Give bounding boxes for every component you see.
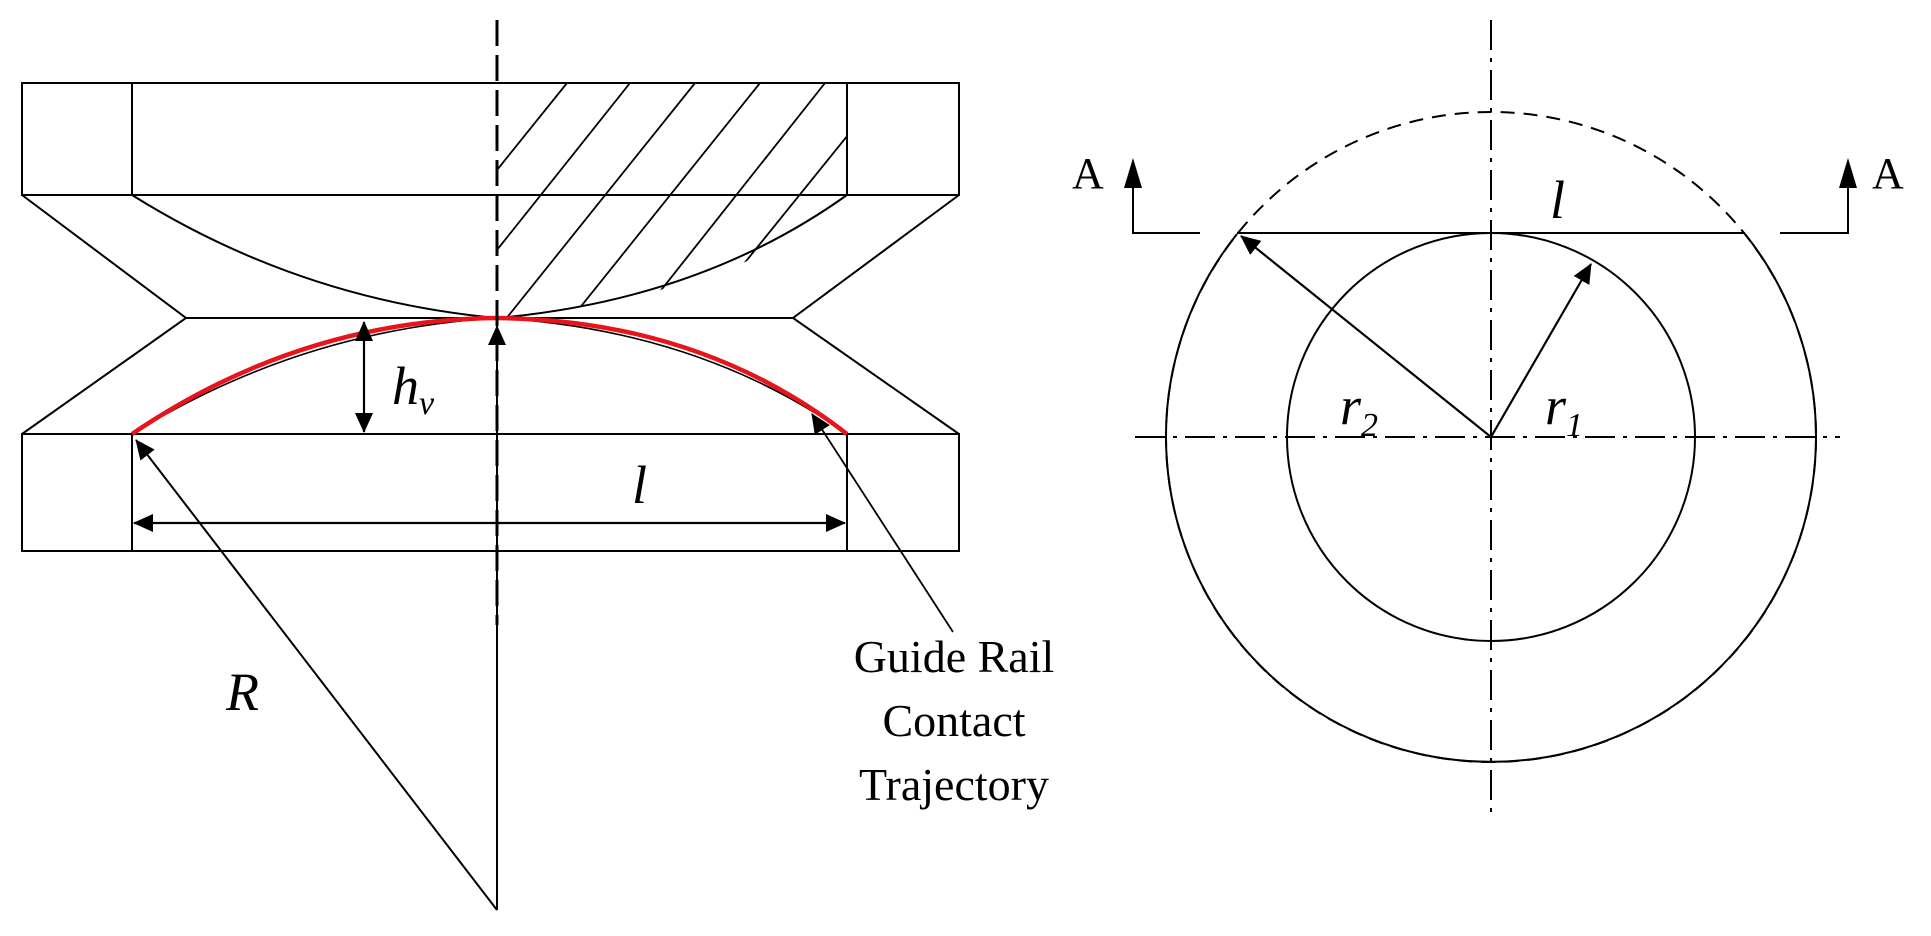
r2-label: r2 — [1340, 376, 1378, 444]
contact-trajectory-curve — [130, 315, 849, 436]
left-taper — [21, 194, 188, 435]
callout-line-2: Contact — [882, 695, 1025, 746]
section-label-right: A — [1872, 149, 1904, 198]
callout-leader — [811, 413, 954, 633]
outer-circle-solid — [1165, 233, 1817, 763]
R-label: R — [225, 662, 259, 722]
l-label-left: l — [632, 455, 647, 515]
section-marker-right — [1780, 168, 1849, 234]
top-block-outline — [21, 82, 960, 196]
right-taper — [791, 194, 960, 435]
hatch-region — [497, 83, 847, 318]
section-label-left: A — [1072, 149, 1104, 198]
section-arrow-right — [1839, 158, 1857, 188]
r1-label: r1 — [1545, 376, 1583, 444]
radius-R-construction — [135, 325, 506, 911]
callout-line-1: Guide Rail — [854, 631, 1055, 682]
top-concave-arc — [131, 194, 848, 320]
r2-arrow — [1240, 235, 1492, 438]
top-view — [1132, 20, 1849, 815]
section-marker-left — [1132, 168, 1200, 234]
hv-label: hv — [392, 356, 435, 422]
section-arrow-left — [1124, 158, 1142, 188]
l-label-right: l — [1550, 170, 1565, 230]
r1-arrow — [1490, 263, 1592, 438]
bottom-block-outline — [21, 433, 960, 552]
callout-line-3: Trajectory — [859, 759, 1049, 810]
